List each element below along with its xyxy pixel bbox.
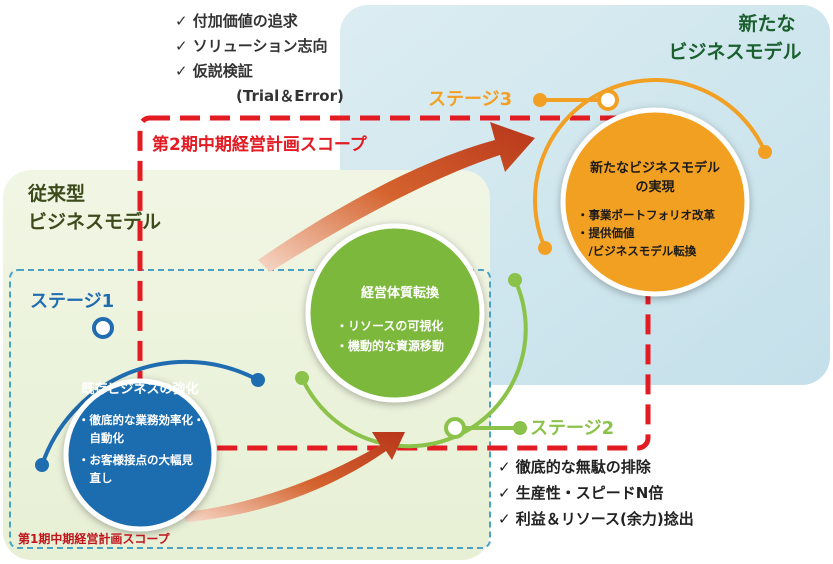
stage3-bullet-1: ・事業ポートフォリオ改革 [577, 208, 715, 222]
stage3-arc [533, 78, 772, 255]
arrow-to-stage3 [258, 122, 535, 272]
stage1-label: ステージ1 [30, 291, 114, 312]
stage3-circle: 新たなビジネスモデル の実現 ・事業ポートフォリオ改革 ・提供価値 /ビジネスモ… [560, 107, 750, 297]
stage2-arc [295, 273, 528, 449]
top-check-item-3: ✓ 仮説検証 [175, 62, 253, 80]
legacy-model-line1: 従来型 [27, 182, 85, 205]
bottom-check-item-1: ✓ 徹底的な無駄の排除 [498, 458, 652, 476]
top-check-item-1: ✓ 付加価値の追求 [175, 12, 299, 30]
scope-phase2-frame [137, 115, 651, 451]
stage2-title: 経営体質転換 [361, 285, 440, 301]
stage1-circle: 既存ビジネスの強化 ・徹底的な業務効率化・ 自動化 ・お客様接点の大幅見 直し [63, 378, 217, 532]
stage1-bullet-3: ・お客様接点の大幅見 [78, 453, 193, 467]
bottom-check-item-2: ✓ 生産性・スピードN倍 [498, 484, 663, 502]
stage2-label: ステージ2 [530, 418, 614, 439]
stage1-title: 既存ビジネスの強化 [81, 381, 198, 397]
stage3-bullet-2: ・提供価値 [577, 226, 635, 240]
stage2-bullet-1: ・リソースの可視化 [336, 318, 443, 333]
stage3-label: ステージ3 [428, 89, 512, 110]
stage2-circle: 経営体質転換 ・リソースの可視化 ・機動的な資源移動 [305, 223, 485, 403]
legacy-model-line2: ビジネスモデル [28, 210, 161, 233]
bottom-check-item-3: ✓ 利益＆リソース(余力)捻出 [498, 510, 694, 528]
stage1-arc [35, 317, 265, 472]
top-check-item-2: ✓ ソリューション志向 [175, 37, 328, 55]
new-model-line1: 新たな [738, 12, 795, 35]
stage2-bullet-2: ・機動的な資源移動 [336, 338, 444, 353]
new-model-line2: ビジネスモデル [668, 40, 801, 63]
stage3-title-line1: 新たなビジネスモデル [590, 160, 720, 176]
stage3-bullet-3: /ビジネスモデル転換 [577, 244, 697, 258]
arrow-to-stage2 [185, 432, 405, 522]
scope-phase2-label: 第2期中期経営計画スコープ [152, 134, 368, 155]
scope-phase1-frame [9, 269, 491, 549]
top-check-sub-note: (Trial＆Error) [236, 87, 344, 105]
stage1-bullet-4: 直し [78, 471, 113, 485]
stage1-bullet-1: ・徹底的な業務効率化・ [78, 413, 205, 427]
scope-phase1-label: 第1期中期経営計画スコープ [18, 531, 171, 546]
top-checklist: ✓ 付加価値の追求 ✓ ソリューション志向 ✓ 仮説検証 (Trial＆Erro… [175, 12, 344, 105]
stage1-bullet-2: 自動化 [78, 431, 124, 445]
white-wave [470, 440, 833, 564]
stage3-title-line2: の実現 [635, 179, 674, 195]
bottom-checklist: ✓ 徹底的な無駄の排除 ✓ 生産性・スピードN倍 ✓ 利益＆リソース(余力)捻出 [498, 458, 694, 528]
